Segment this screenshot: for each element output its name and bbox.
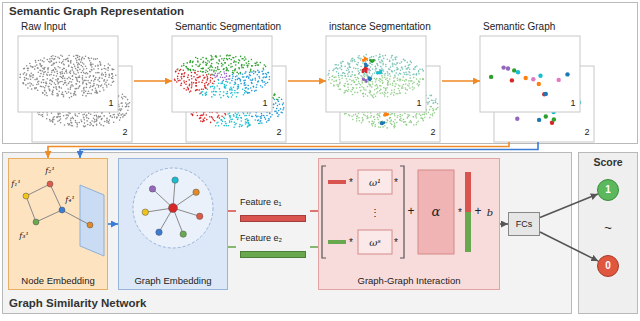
canvas: {"diagram": { "nodes": [ {"text": ["Sema… [0, 0, 640, 321]
